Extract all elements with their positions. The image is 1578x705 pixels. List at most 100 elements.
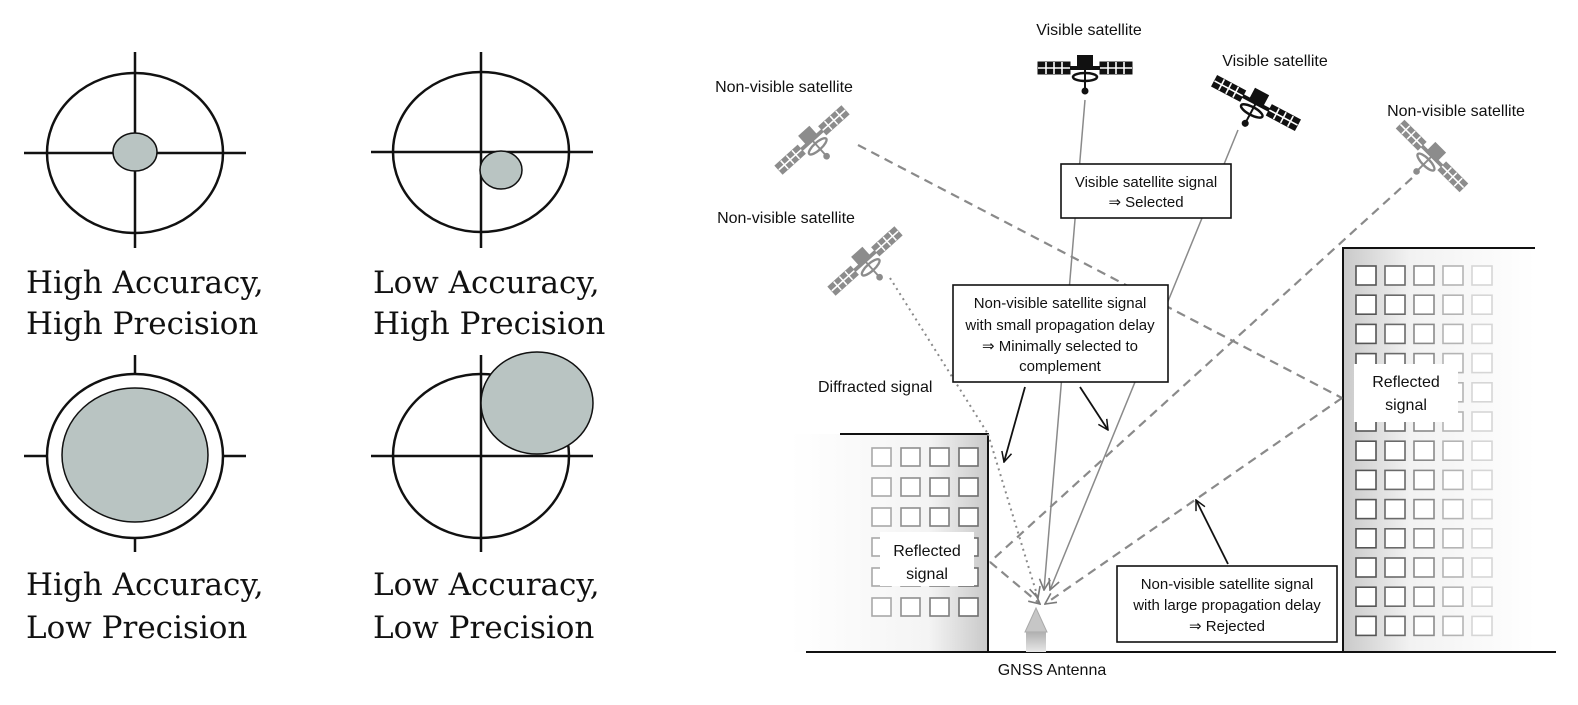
right-building [1342,247,1535,652]
window [1384,527,1406,549]
window [1355,294,1377,316]
accuracy-precision-panel: High Accuracy, High Precision Low Accura… [24,52,605,646]
window [929,597,950,617]
window [1355,615,1377,637]
window [1384,440,1406,462]
window [1413,265,1435,286]
window [1471,323,1493,345]
satellite-icon [774,105,850,175]
window [1442,557,1464,578]
caption-line1: Low Accuracy, [373,567,600,603]
reflected-signal-label-right: Reflected signal [1354,364,1458,422]
window [900,447,921,467]
target-low-accuracy-low-precision [371,351,594,552]
diffracted-signal-ray [987,433,1038,598]
window [1442,440,1464,462]
window [1471,265,1493,286]
window [929,447,950,467]
box-line: with small propagation delay [964,317,1155,334]
box-line: ⇒ Selected [1108,194,1183,211]
window [1355,527,1377,549]
window [1384,469,1406,491]
window [1384,498,1406,520]
satellite-icon [1211,74,1301,132]
window [1413,323,1435,345]
satellites [774,55,1469,296]
window [1442,323,1464,345]
window [1442,615,1464,637]
box-line: Non-visible satellite signal [974,295,1147,312]
window [900,507,921,527]
visible-signal-box: Visible satellite signal ⇒ Selected [1060,163,1232,219]
gnss-panel: GNSS Antenna Visible satellite Visible s… [715,22,1556,679]
window [1384,294,1406,316]
small-delay-signal-box: Non-visible satellite signal with small … [952,284,1169,383]
window [958,507,979,527]
shot-cluster [112,132,158,172]
window [1442,294,1464,316]
caption-line1: High Accuracy, [26,567,264,603]
visible-satellite-label: Visible satellite [1222,53,1328,70]
reflected-signal-label-left: Reflected signal [880,532,974,586]
window [929,477,950,497]
window [1413,294,1435,316]
window [1355,557,1377,578]
satellite-icon [827,226,903,296]
satellite-icon [1037,55,1133,95]
box-line: ⇒ Rejected [1189,618,1265,635]
window [1355,440,1377,462]
caption-line2: High Precision [26,306,258,342]
reflected-signal-ray [857,144,1343,399]
window [1471,615,1493,637]
nonvisible-satellite-label: Non-visible satellite [717,210,855,227]
reflected-signal-ray [989,561,1040,604]
window [1355,586,1377,608]
target-low-accuracy-high-precision [371,52,593,248]
window [1413,527,1435,549]
nlos-signal-ray [989,177,1413,563]
caption-line1: Low Accuracy, [373,265,600,301]
window [929,507,950,527]
visible-satellite-label: Visible satellite [1036,22,1142,39]
window [958,477,979,497]
caption-line1: High Accuracy, [26,265,264,301]
window [871,507,892,527]
box-line: Visible satellite signal [1075,174,1217,191]
box-line: ⇒ Minimally selected to [982,338,1138,355]
window [900,477,921,497]
box-line: Non-visible satellite signal [1141,576,1314,593]
window [1413,615,1435,637]
window [1384,557,1406,578]
window [1471,469,1493,491]
window [1442,498,1464,520]
window [871,477,892,497]
window [1355,469,1377,491]
box-line: with large propagation delay [1132,597,1321,614]
window [900,597,921,617]
pointer-arrows [1004,386,1229,565]
window [1442,265,1464,286]
window [1471,440,1493,462]
window [1384,615,1406,637]
shot-cluster [479,150,523,190]
label-line: signal [1385,397,1427,414]
diffracted-signal-label: Diffracted signal [818,379,932,396]
antenna-icon [1024,606,1048,652]
window [1413,586,1435,608]
target-high-accuracy-low-precision [24,355,246,552]
label-line: signal [906,566,948,583]
large-delay-signal-box: Non-visible satellite signal with large … [1116,565,1338,643]
window [1413,469,1435,491]
window [1413,557,1435,578]
window [1471,381,1493,403]
label-line: Reflected [1372,374,1440,391]
nonvisible-satellite-label: Non-visible satellite [715,79,853,96]
caption-line2: High Precision [373,306,605,342]
window [1442,527,1464,549]
window [1355,498,1377,520]
window [1471,352,1493,374]
target-high-accuracy-high-precision [24,52,246,248]
window [1355,265,1377,286]
nonvisible-satellite-label: Non-visible satellite [1387,103,1525,120]
